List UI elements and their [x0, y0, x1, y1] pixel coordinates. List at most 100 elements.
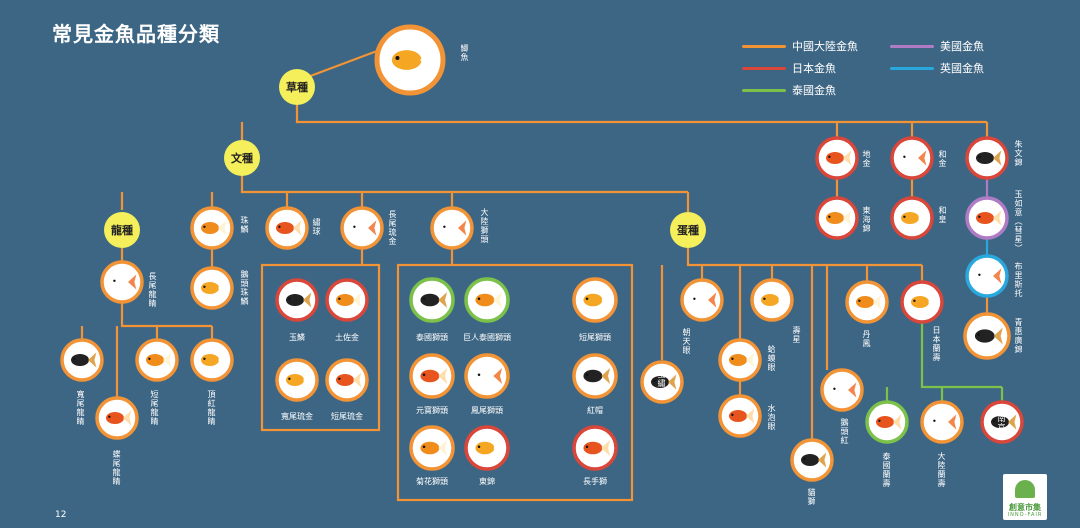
legend-label: 美國金魚	[940, 40, 984, 53]
fish-label-shuipao: 水泡眼	[767, 404, 776, 431]
connector-line	[240, 176, 688, 194]
fish-label-juren_tai_shitou: 巨人泰國獅頭	[463, 333, 511, 342]
fish-label-dalu_shitou: 大陸獅頭	[480, 208, 489, 244]
fish-tail	[918, 150, 927, 166]
fish-body	[801, 454, 819, 466]
fish-label-changwei_ryukin: 長尾琉金	[388, 210, 397, 246]
fish-eye	[353, 225, 356, 228]
fish-label-tosakin: 土佐金	[335, 333, 359, 342]
fish-tail	[493, 368, 503, 384]
fish-eye	[978, 155, 981, 158]
connector-line	[920, 322, 1002, 389]
fish-label-duanwei_shitou: 短尾獅頭	[579, 333, 611, 342]
fish-eye	[731, 413, 734, 416]
fish-label-zhulin: 珠鱗	[240, 216, 249, 234]
fish-body	[901, 212, 919, 224]
fish-eye	[477, 373, 481, 376]
fish-eye	[113, 279, 116, 282]
fish-label-yuanbao: 元寶獅頭	[416, 406, 448, 415]
fish-tail	[353, 292, 362, 308]
fish-eye	[288, 297, 291, 300]
fish-tail	[601, 368, 611, 384]
fish-tail	[163, 352, 172, 368]
fish-tail	[843, 210, 852, 226]
fish-body	[826, 152, 844, 164]
crown-icon	[1015, 480, 1035, 498]
fish-eye	[338, 297, 341, 300]
fish-tail	[493, 440, 503, 456]
fish-label-hama: 蛤蟆眼	[767, 345, 776, 372]
inno-fair-logo: 創意市集 INNO-FAIR	[1003, 474, 1047, 520]
page-title: 常見金魚品種分類	[52, 22, 220, 46]
fish-tail	[948, 414, 957, 430]
fish-label-dijin: 地金	[862, 150, 871, 168]
fish-body	[831, 384, 849, 396]
fish-tail	[293, 220, 302, 236]
fish-label-duanwei_longjing: 短尾龍睛	[150, 390, 159, 426]
fish-body	[391, 50, 422, 70]
fish-body	[475, 441, 495, 455]
fish-label-xiuqiu: 繡球	[312, 218, 321, 236]
fish-eye	[73, 357, 76, 360]
fish-body	[106, 412, 124, 424]
fish-eye	[763, 297, 766, 300]
fish-label-zhuwen: 朱文錦	[1014, 140, 1023, 167]
legend-label: 中國大陸金魚	[792, 40, 858, 53]
fish-eye	[803, 457, 806, 460]
fish-eye	[278, 225, 281, 228]
fish-eye	[828, 215, 831, 218]
fish-eye	[828, 155, 831, 158]
legend-label: 泰國金魚	[792, 84, 836, 97]
fish-eye	[338, 377, 341, 380]
fish-label-dinghong: 頂紅龍睛	[207, 390, 216, 426]
fish-label-maoshi: 貓獅	[807, 488, 816, 506]
logo-subtext: INNO-FAIR	[1007, 512, 1043, 518]
fish-tail	[128, 274, 137, 290]
fish-label-eto_zhulin: 鵝頭珠鱗	[240, 270, 249, 306]
fish-tail	[438, 368, 448, 384]
fish-label-duanwei_ryukin: 短尾琉金	[331, 412, 363, 421]
fish-body	[276, 222, 294, 234]
fish-label-yulin: 玉鱗	[289, 333, 305, 342]
legend-swatch	[742, 66, 786, 70]
fish-tail	[601, 440, 611, 456]
fish-tail	[419, 47, 434, 73]
fish-tail	[353, 372, 362, 388]
fish-label-dongjin: 東錦	[479, 477, 495, 486]
fish-body	[420, 293, 440, 307]
fish-body	[826, 212, 844, 224]
fish-label-fengwei: 鳳尾獅頭	[471, 406, 503, 415]
fish-tail	[123, 410, 132, 426]
fish-body	[111, 276, 129, 288]
fish-body	[729, 410, 747, 422]
fish-eye	[731, 357, 734, 360]
legend-item: 英國金魚	[890, 60, 984, 76]
fish-body	[583, 441, 603, 455]
page-number: 12	[55, 510, 67, 520]
fish-tail	[88, 352, 97, 368]
fish-label-kuanwei_longjing: 寬尾龍睛	[76, 390, 85, 426]
fish-tail	[218, 220, 227, 236]
connector-line	[304, 46, 386, 80]
fish-body	[761, 294, 779, 306]
fish-label-ranchu: 日本蘭壽	[932, 326, 941, 362]
fish-eye	[395, 56, 400, 60]
fish-tail	[368, 220, 377, 236]
fish-body	[201, 282, 219, 294]
fish-tail	[818, 452, 827, 468]
fish-eye	[477, 297, 481, 300]
fish-tail	[778, 292, 787, 308]
fish-eye	[288, 377, 291, 380]
fish-label-danfeng: 丹鳳	[862, 330, 871, 348]
fish-body	[71, 354, 89, 366]
fish-tail	[873, 294, 882, 310]
fish-eye	[858, 299, 861, 302]
fish-body	[336, 294, 354, 306]
fish-body	[729, 354, 747, 366]
category-dan: 蛋種	[670, 212, 706, 248]
fish-label-shouxing: 壽星	[792, 326, 801, 344]
fish-tail	[993, 150, 1002, 166]
fish-tail	[843, 150, 852, 166]
fish-tail	[746, 352, 755, 368]
